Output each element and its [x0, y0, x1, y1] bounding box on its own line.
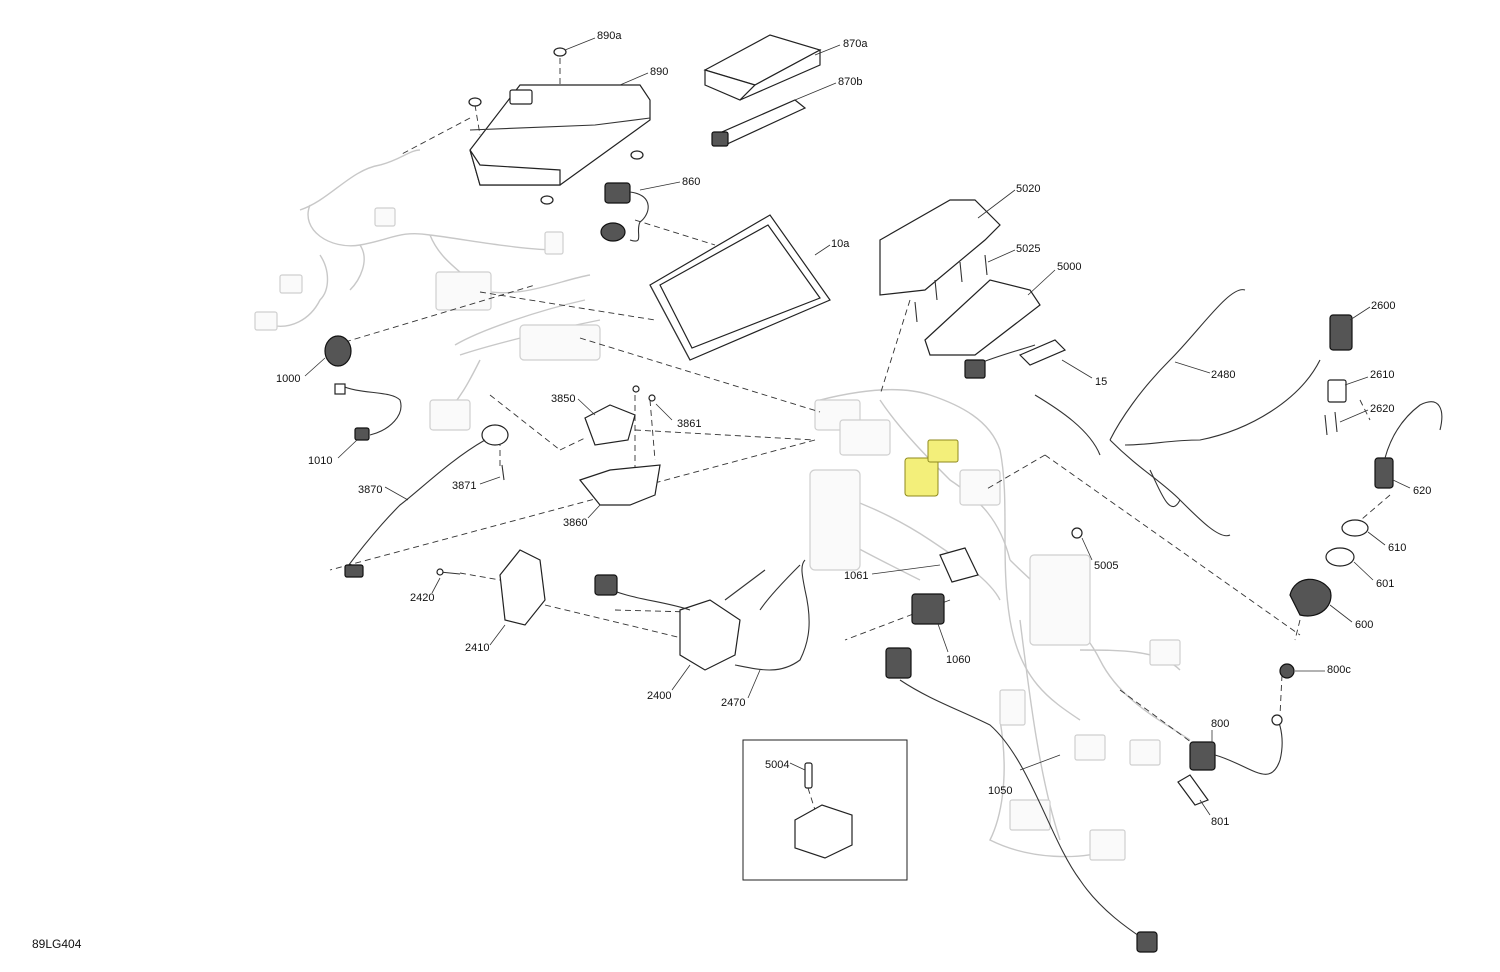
callout-5004: 5004: [765, 759, 789, 771]
bezel-1061: [939, 547, 979, 583]
module-890: [469, 84, 651, 186]
callout-2480: 2480: [1211, 369, 1235, 381]
cover-2410: [499, 549, 546, 626]
cover-5020: [879, 199, 1001, 296]
switch-2600: [1329, 314, 1353, 351]
callout-1010: 1010: [308, 455, 332, 467]
harness-1010: [334, 383, 402, 441]
gasket-801: [1177, 774, 1209, 806]
callout-3871: 3871: [452, 480, 476, 492]
callout-3870: 3870: [358, 484, 382, 496]
callout-3861: 3861: [677, 418, 701, 430]
ghosted-wiring-harness: [254, 149, 1191, 861]
callout-890: 890: [650, 66, 668, 78]
callout-2620: 2620: [1370, 403, 1394, 415]
sensor-3870: [344, 424, 509, 578]
callout-620: 620: [1413, 485, 1431, 497]
callout-2600: 2600: [1371, 300, 1395, 312]
callout-5005: 5005: [1094, 560, 1118, 572]
strap-870b: [711, 99, 807, 147]
callout-860: 860: [682, 176, 700, 188]
screws-5025: [914, 254, 988, 323]
callout-2470: 2470: [721, 697, 745, 709]
switch-2400: [594, 569, 766, 671]
callout-1000: 1000: [276, 373, 300, 385]
screw-3871: [501, 464, 505, 481]
pad-870a: [703, 34, 822, 101]
seal-601: [1325, 547, 1355, 567]
ring-610: [1341, 519, 1369, 537]
callout-610: 610: [1388, 542, 1406, 554]
callout-15: 15: [1095, 376, 1107, 388]
callout-600: 600: [1355, 619, 1373, 631]
callout-890a: 890a: [597, 30, 622, 42]
callout-800: 800: [1211, 718, 1229, 730]
callout-870b: 870b: [838, 76, 862, 88]
leader-lines: [304, 37, 1411, 816]
screws-2620: [1324, 411, 1338, 436]
callout-labels: 890a 890 870a 870b 860 10a 5020 5025 500…: [276, 30, 1431, 828]
switch-1000: [324, 335, 352, 367]
callout-3860: 3860: [563, 517, 587, 529]
display-10a: [649, 214, 831, 361]
callout-3850: 3850: [551, 393, 575, 405]
callout-2410: 2410: [465, 642, 489, 654]
part-800c: [1279, 663, 1295, 679]
bracket-2610: [1327, 379, 1347, 403]
hose-2480: [1034, 289, 1321, 537]
callout-801: 801: [1211, 816, 1229, 828]
callout-2400: 2400: [647, 690, 671, 702]
diagram-reference-code: 89LG404: [32, 937, 82, 951]
screws-3861: [632, 385, 656, 402]
switch-860: [600, 182, 649, 242]
callout-5000: 5000: [1057, 261, 1081, 273]
highlighted-connector: [904, 439, 959, 497]
callout-2420: 2420: [410, 592, 434, 604]
sensor-800: [1189, 714, 1283, 775]
tube-2470: [734, 559, 810, 671]
switch-600: [1289, 578, 1332, 617]
callout-5025: 5025: [1016, 243, 1040, 255]
harness-1050: [885, 647, 1158, 953]
switch-1060: [911, 593, 945, 625]
callout-10a: 10a: [831, 238, 850, 250]
tether-620: [1374, 401, 1443, 489]
nut-5005: [1071, 527, 1083, 539]
callout-800c: 800c: [1327, 664, 1351, 676]
bracket-3860: [578, 464, 661, 506]
bolt-2420: [436, 568, 461, 576]
grommet-890a: [468, 47, 644, 205]
detail-inset: [742, 739, 908, 881]
callout-870a: 870a: [843, 38, 868, 50]
callout-601: 601: [1376, 578, 1394, 590]
callout-1050: 1050: [988, 785, 1012, 797]
callout-1060: 1060: [946, 654, 970, 666]
module-5000: [924, 279, 1067, 379]
callout-5020: 5020: [1016, 183, 1040, 195]
callout-2610: 2610: [1370, 369, 1394, 381]
callout-1061: 1061: [844, 570, 868, 582]
relay-3850: [584, 404, 636, 446]
